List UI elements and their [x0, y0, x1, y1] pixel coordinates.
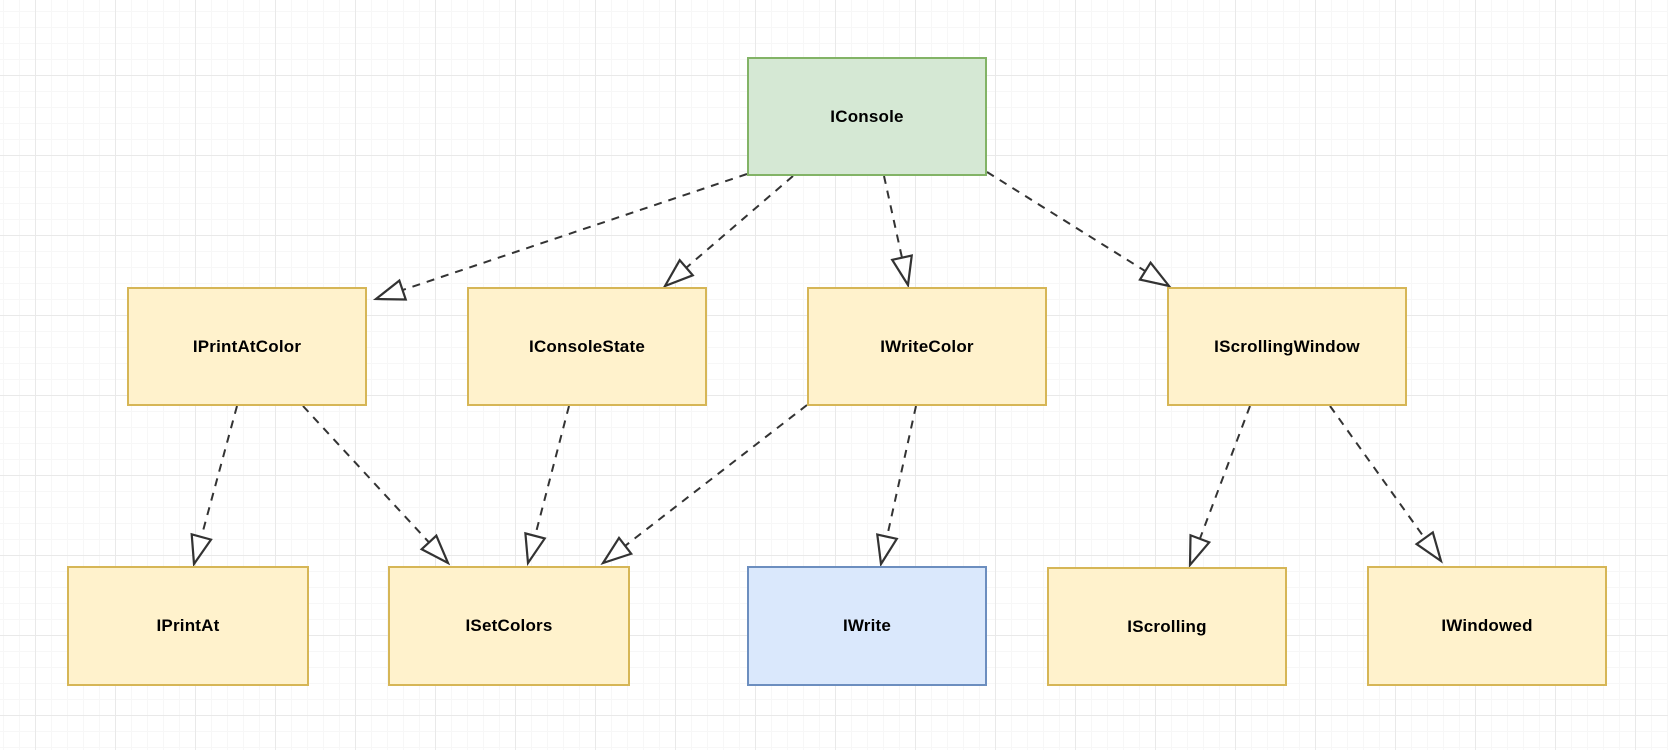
- node-iscrollingwindow-label: IScrollingWindow: [1214, 336, 1360, 356]
- edge-iconsole-iscrollingwindow[interactable]: [986, 171, 1172, 288]
- node-isetcolors[interactable]: ISetColors: [388, 566, 630, 686]
- edge-iwritecolor-iwrite[interactable]: [876, 405, 917, 568]
- node-iconsole-label: IConsole: [830, 106, 904, 126]
- edge-iconsole-iconsolestate[interactable]: [662, 175, 794, 289]
- node-iscrolling[interactable]: IScrolling: [1047, 567, 1287, 686]
- node-iwritecolor-label: IWriteColor: [880, 336, 974, 356]
- edge-iprintatcolor-isetcolors[interactable]: [302, 405, 451, 566]
- node-iconsolestate[interactable]: IConsoleState: [467, 287, 707, 406]
- edge-iconsolestate-isetcolors[interactable]: [524, 405, 570, 567]
- node-iscrollingwindow[interactable]: IScrollingWindow: [1167, 287, 1407, 406]
- node-iwrite-label: IWrite: [842, 616, 892, 635]
- node-isetcolors-label: ISetColors: [465, 616, 553, 635]
- node-iwritecolor[interactable]: IWriteColor: [807, 287, 1047, 406]
- edge-iconsole-iwritecolor[interactable]: [883, 175, 914, 289]
- node-iconsole[interactable]: IConsole: [747, 57, 987, 176]
- node-iprintat-label: IPrintAt: [156, 616, 220, 635]
- node-iprintatcolor[interactable]: IPrintAtColor: [127, 287, 367, 406]
- node-iprintatcolor-label: IPrintAtColor: [192, 336, 302, 356]
- node-iscrolling-label: IScrolling: [1127, 616, 1207, 636]
- node-iconsolestate-label: IConsoleState: [529, 336, 645, 356]
- edge-iprintatcolor-iprintat[interactable]: [190, 405, 238, 568]
- node-iprintat[interactable]: IPrintAt: [67, 566, 309, 686]
- node-iwindowed[interactable]: IWindowed: [1367, 566, 1607, 686]
- node-iwindowed-label: IWindowed: [1441, 616, 1533, 635]
- edge-iscrollingwindow-iwindowed[interactable]: [1329, 405, 1443, 564]
- edge-iconsole-iprintatcolor[interactable]: [372, 173, 748, 301]
- edge-iwritecolor-isetcolors[interactable]: [600, 404, 808, 566]
- node-iwrite[interactable]: IWrite: [747, 566, 987, 686]
- edge-iscrollingwindow-iscrolling[interactable]: [1188, 405, 1251, 569]
